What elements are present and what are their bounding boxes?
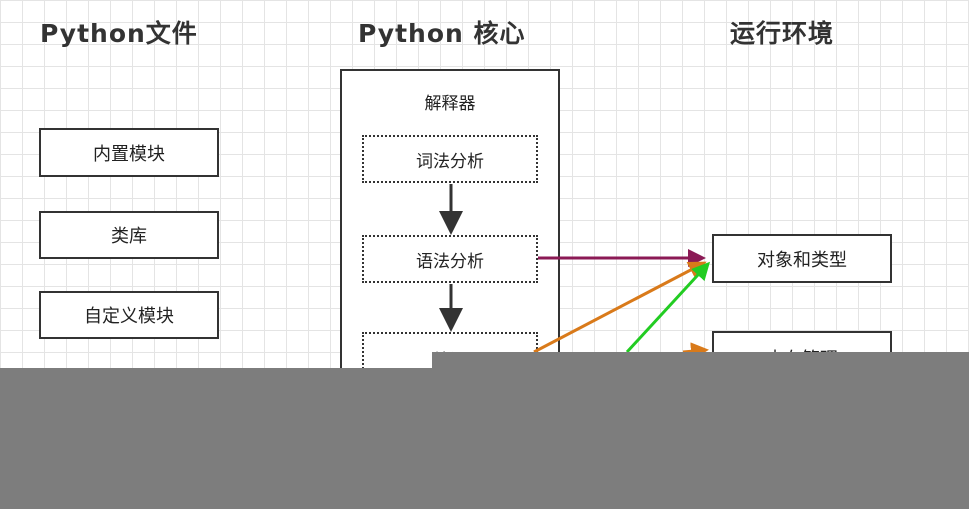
box-lexical-analysis: 词法分析 [362, 135, 538, 183]
heading-runtime: 运行环境 [730, 19, 835, 48]
occluding-overlay-left [0, 368, 969, 509]
arrow-green-to-objects [625, 261, 711, 354]
box-objects-types: 对象和类型 [712, 234, 892, 283]
label-lexical-analysis: 词法分析 [416, 151, 484, 172]
heading-python-files: Python文件 [40, 19, 198, 48]
label-objects-types: 对象和类型 [757, 249, 847, 271]
occluding-overlay-right [432, 352, 969, 372]
arrow-orange-to-memory [682, 342, 709, 361]
box-custom-modules: 自定义模块 [39, 291, 219, 339]
label-builtin-modules: 内置模块 [93, 143, 165, 165]
label-interpreter: 解释器 [424, 94, 476, 114]
label-syntax-analysis: 语法分析 [416, 251, 484, 272]
label-custom-modules: 自定义模块 [84, 306, 174, 327]
box-syntax-analysis: 语法分析 [362, 235, 538, 283]
box-builtin-modules: 内置模块 [39, 128, 219, 177]
box-libraries: 类库 [39, 211, 219, 259]
heading-python-core: Python 核心 [358, 19, 526, 48]
label-libraries: 类库 [111, 226, 147, 247]
arrow-compile-to-objects [533, 261, 707, 354]
